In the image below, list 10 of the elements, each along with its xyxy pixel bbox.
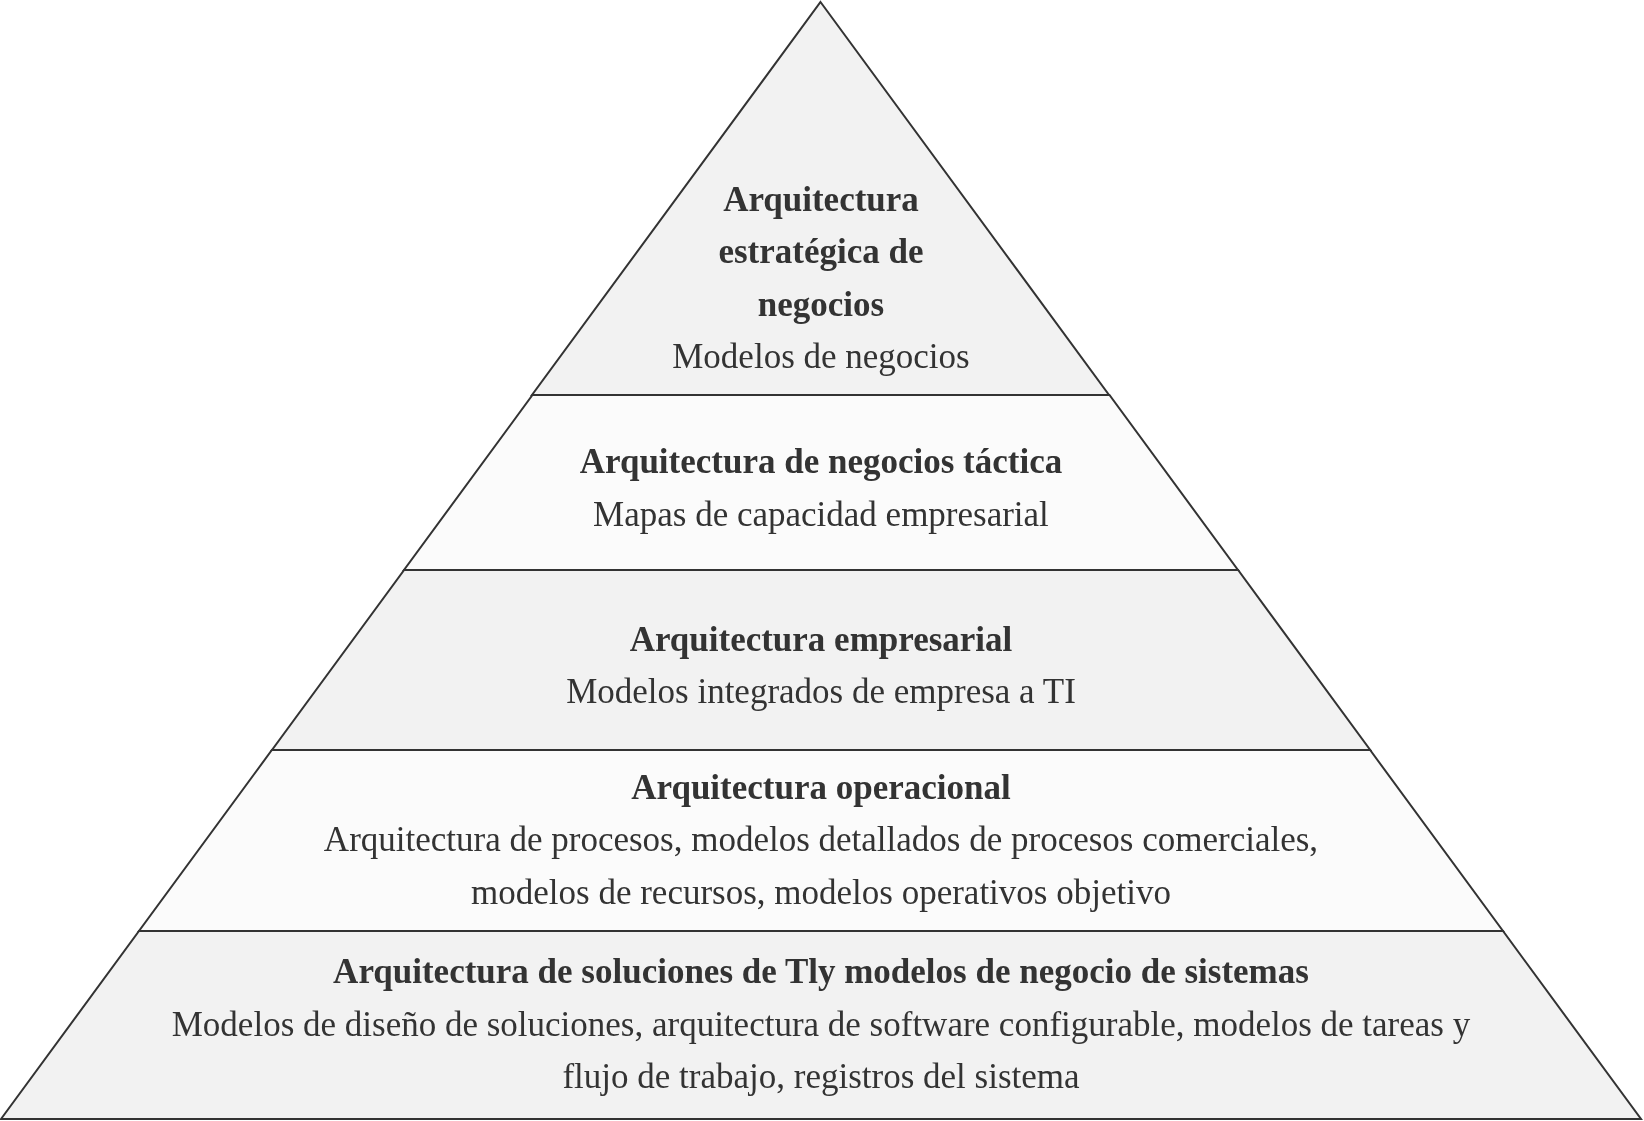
tier-title: Arquitectura operacional xyxy=(631,766,1011,809)
tier-title: Arquitectura de soluciones de Tly modelos de negocio de sistemas xyxy=(333,951,1309,994)
tier-title: Arquitectura estratégica de negocios xyxy=(717,178,925,326)
tier-description: Arquitectura de procesos, modelos detallados de procesos comerciales, modelos de recursos, modelos operativos objetivo xyxy=(322,819,1320,914)
tier-description: Modelos integrados de empresa a TI xyxy=(566,671,1076,713)
tier-description: Modelos de negocios xyxy=(672,336,970,378)
tier-title: Arquitectura empresarial xyxy=(629,618,1013,661)
tier-description: Modelos de diseño de soluciones, arquitectura de software configurable, modelos de tareas y flujo de trabajo, registros del sistema xyxy=(171,1003,1471,1099)
tier-title: Arquitectura de negocios táctica xyxy=(579,441,1063,483)
tier-description: Mapas de capacidad empresarial xyxy=(593,493,1049,536)
